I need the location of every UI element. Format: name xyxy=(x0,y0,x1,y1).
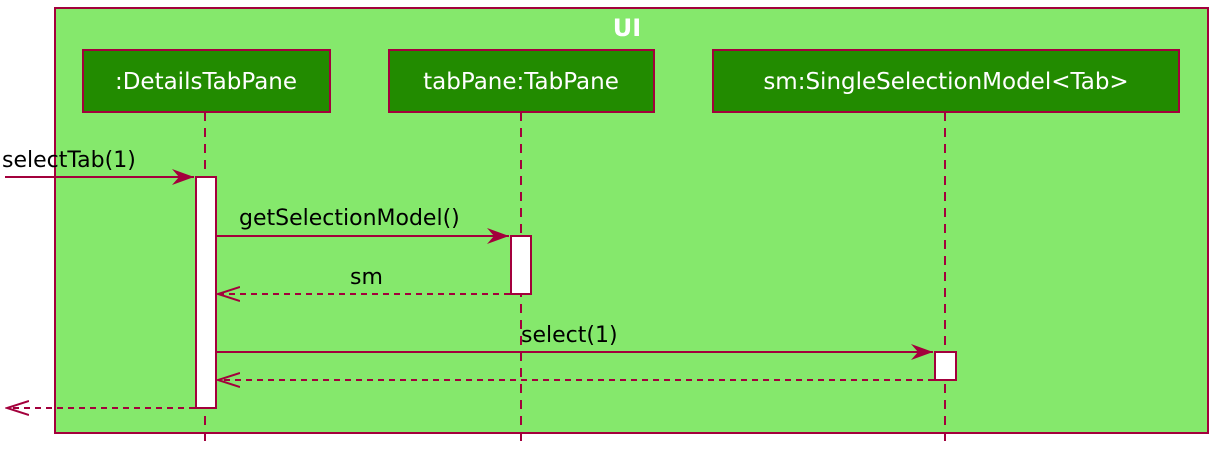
participant-details-label: :DetailsTabPane xyxy=(115,69,297,95)
participant-tabpane: tabPane:TabPane xyxy=(388,49,655,113)
message-selecttab-label: selectTab(1) xyxy=(2,148,136,173)
participant-details: :DetailsTabPane xyxy=(82,49,331,113)
activation-details xyxy=(195,176,217,409)
participant-sm: sm:SingleSelectionModel<Tab> xyxy=(712,49,1180,113)
return-sm-label: sm xyxy=(350,265,383,290)
ui-frame-title: UI xyxy=(613,14,641,42)
participant-tabpane-label: tabPane:TabPane xyxy=(423,69,619,95)
activation-sm xyxy=(934,351,957,381)
message-getselectionmodel-label: getSelectionModel() xyxy=(239,206,460,231)
activation-tabpane xyxy=(510,235,532,295)
message-select-label: select(1) xyxy=(521,323,618,348)
participant-sm-label: sm:SingleSelectionModel<Tab> xyxy=(763,69,1128,95)
